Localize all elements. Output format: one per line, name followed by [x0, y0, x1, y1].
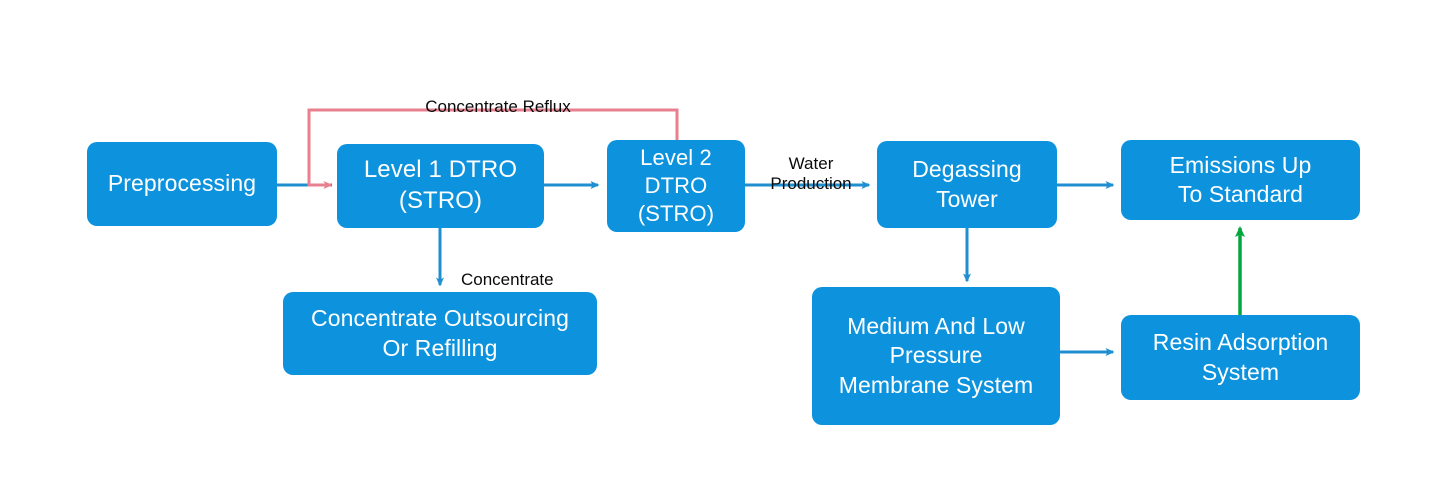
node-concentrate-outsourcing-label: Concentrate Outsourcing Or Refilling	[311, 305, 569, 361]
node-preprocessing-label: Preprocessing	[107, 170, 257, 197]
edge-concentrate-reflux	[307, 108, 679, 189]
node-membrane-system-label: Medium And Low Pressure Membrane System	[838, 312, 1034, 398]
node-level1-dtro-label: Level 1 DTRO (STRO)	[363, 156, 518, 214]
edge-label-concentrate-reflux: Concentrate Reflux	[417, 76, 579, 117]
node-resin-adsorption[interactable]: Resin Adsorption System	[1121, 315, 1360, 400]
node-level2-dtro-label: Level 2 DTRO (STRO)	[637, 144, 715, 227]
node-concentrate-outsourcing[interactable]: Concentrate Outsourcing Or Refilling	[283, 292, 597, 375]
node-emissions-standard-label: Emissions Up To Standard	[1169, 151, 1312, 207]
edge-label-concentrate: Concentrate	[461, 249, 591, 290]
node-preprocessing[interactable]: Preprocessing	[87, 142, 277, 226]
node-degassing-tower[interactable]: Degassing Tower	[877, 141, 1057, 228]
edge-label-water-production: Water Production	[756, 133, 866, 195]
node-membrane-system[interactable]: Medium And Low Pressure Membrane System	[812, 287, 1060, 425]
node-level2-dtro[interactable]: Level 2 DTRO (STRO)	[607, 140, 745, 232]
node-emissions-standard[interactable]: Emissions Up To Standard	[1121, 140, 1360, 220]
node-degassing-tower-label: Degassing Tower	[912, 156, 1022, 212]
node-level1-dtro[interactable]: Level 1 DTRO (STRO)	[337, 144, 544, 228]
edge-label-water-production-text: Water Production	[770, 153, 852, 194]
node-resin-adsorption-label: Resin Adsorption System	[1152, 329, 1329, 385]
edge-label-concentrate-reflux-text: Concentrate Reflux	[425, 96, 571, 116]
edge-label-concentrate-text: Concentrate	[461, 269, 554, 289]
